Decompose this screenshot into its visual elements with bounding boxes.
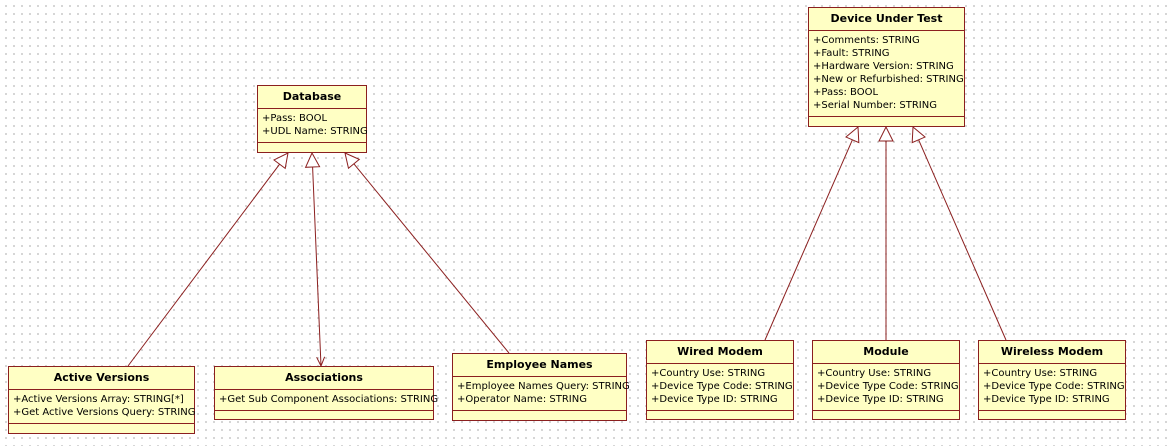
class-attribute: +Serial Number: STRING (813, 100, 937, 111)
class-employee-names[interactable]: Employee Names+Employee Names Query: STR… (452, 353, 630, 421)
class-name: Wired Modem (647, 341, 793, 364)
class-name: Module (813, 341, 959, 364)
class-attribute: +Get Sub Component Associations: STRING (219, 394, 439, 405)
class-wireless-modem[interactable]: Wireless Modem +Country Use: STRING +Devic… (978, 340, 1126, 420)
class-attribute: +Device Type ID: STRING (817, 394, 944, 405)
class-attribute: +Device Type Code: STRING (651, 381, 793, 392)
class-associations[interactable]: Associations +Get Sub Component Associati… (214, 366, 439, 420)
class-attribute: +Active Versions Array: STRING[*] (13, 394, 184, 405)
class-attribute: +Comments: STRING (813, 35, 920, 46)
class-attribute: +Hardware Version: STRING (813, 61, 954, 72)
class-attribute: +Pass: BOOL (813, 87, 879, 98)
relation-line-wired-modem[interactable] (764, 139, 853, 341)
class-operations (809, 117, 964, 126)
class-attribute: +Pass: BOOL (262, 113, 328, 124)
class-dut[interactable]: Device Under Test +Comments: STRING +Fault… (808, 7, 965, 127)
class-operations (813, 411, 959, 420)
generalization-arrowhead (273, 152, 289, 170)
generalization-arrowhead (911, 125, 926, 144)
class-operations (258, 143, 366, 152)
class-attributes: +Country Use: STRING +Device Type Code: S… (813, 364, 959, 411)
class-name: Employee Names (453, 354, 626, 377)
class-attributes: +Country Use: STRING +Device Type Code: S… (647, 364, 793, 411)
class-wired-modem[interactable]: Wired Modem +Country Use: STRING +Device T… (646, 340, 794, 420)
class-attribute: +Fault: STRING (813, 48, 890, 59)
class-attribute: +Country Use: STRING (817, 368, 932, 379)
generalization-arrowhead (878, 125, 894, 142)
class-name: Database (258, 86, 366, 109)
class-attribute: +Country Use: STRING (651, 368, 766, 379)
generalization-arrowhead (344, 152, 361, 170)
relation-line-wireless-modem[interactable] (918, 139, 1007, 341)
class-operations (979, 411, 1125, 420)
class-attributes: +Employee Names Query: STRING +Operator N… (453, 377, 630, 411)
relation-line-associations[interactable] (312, 166, 322, 367)
class-active-versions[interactable]: Active Versions+Active Versions Array: S… (8, 366, 195, 434)
class-name: Active Versions (9, 367, 194, 390)
class-attributes: +Active Versions Array: STRING[*] +Get Ac… (9, 390, 196, 424)
class-name: Wireless Modem (979, 341, 1125, 364)
class-attributes: +Get Sub Component Associations: STRING (215, 390, 439, 411)
relation-line-active-versions[interactable] (127, 163, 280, 367)
class-operations (9, 424, 194, 433)
class-operations (453, 411, 626, 420)
class-name: Associations (215, 367, 433, 390)
class-database[interactable]: Database +Pass: BOOL +UDL Name: STRING (257, 85, 368, 153)
class-attribute: +Country Use: STRING (983, 368, 1098, 379)
class-attribute: +Device Type Code: STRING (817, 381, 959, 392)
class-attribute: +Employee Names Query: STRING (457, 381, 630, 392)
class-module[interactable]: Module +Country Use: STRING +Device Type C… (812, 340, 960, 420)
class-operations (215, 411, 433, 420)
class-operations (647, 411, 793, 420)
class-attributes: +Country Use: STRING +Device Type Code: S… (979, 364, 1125, 411)
class-attribute: +Device Type ID: STRING (983, 394, 1110, 405)
class-attribute: +Device Type Code: STRING (983, 381, 1125, 392)
generalization-arrowhead (845, 125, 860, 144)
class-attributes: +Pass: BOOL +UDL Name: STRING (258, 109, 368, 143)
generalization-arrowhead (304, 151, 321, 168)
class-attribute: +New or Refurbished: STRING (813, 74, 964, 85)
class-attribute: +Device Type ID: STRING (651, 394, 778, 405)
class-attributes: +Comments: STRING +Fault: STRING +Hardware… (809, 31, 964, 117)
class-attribute: +UDL Name: STRING (262, 126, 368, 137)
class-attribute: +Get Active Versions Query: STRING (13, 407, 196, 418)
class-attribute: +Operator Name: STRING (457, 394, 587, 405)
class-name: Device Under Test (809, 8, 964, 31)
relation-line-employee-names[interactable] (353, 163, 510, 354)
